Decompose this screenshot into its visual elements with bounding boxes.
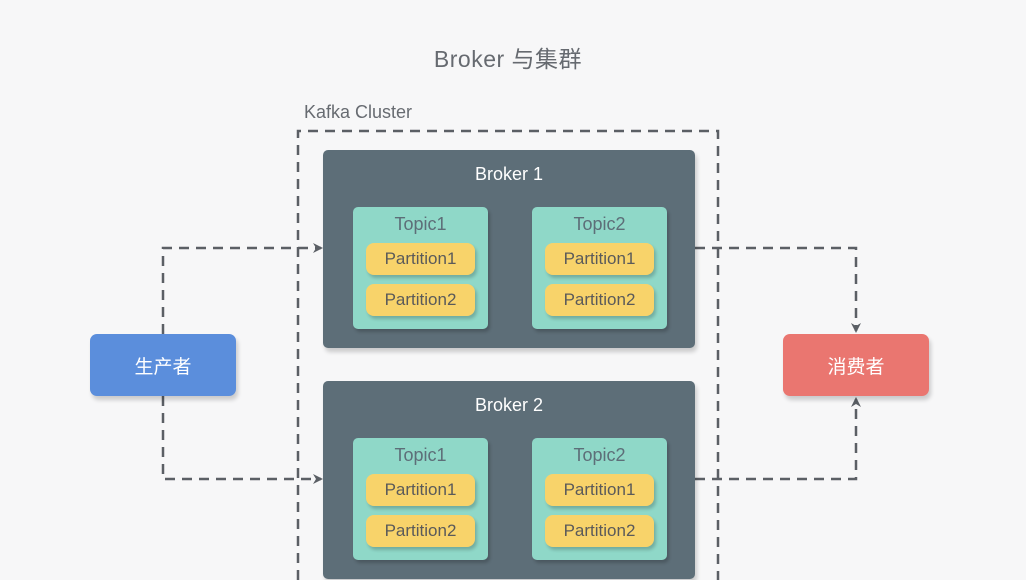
cluster-label: Kafka Cluster: [304, 102, 413, 122]
partition-1: Partition1: [545, 243, 654, 275]
broker-1-topic-2: Topic2 Partition1 Partition2: [532, 207, 667, 329]
partition-1: Partition1: [366, 243, 475, 275]
broker-2-topic-2: Topic2 Partition1 Partition2: [532, 438, 667, 560]
broker-2-title: Broker 2: [474, 395, 544, 415]
producer-node: 生产者: [90, 334, 236, 396]
partition-2: Partition2: [545, 284, 654, 316]
topic-title: Topic1: [394, 445, 447, 465]
cluster-boundary: [296, 129, 720, 580]
broker-1-to-consumer-arrow: [695, 246, 861, 333]
diagram-title: Broker 与集群: [433, 46, 583, 72]
producer-to-broker-2-arrow: [161, 396, 323, 484]
topic-title: Topic1: [394, 214, 447, 234]
broker-2-topic-1: Topic1 Partition1 Partition2: [353, 438, 488, 560]
partition-2: Partition2: [366, 284, 475, 316]
broker-1: Broker 1 Topic1 Partition1 Partition2 To…: [323, 150, 695, 348]
producer-to-broker-1-arrow: [161, 243, 323, 334]
topic-title: Topic2: [573, 445, 626, 465]
broker-2-to-consumer-arrow: [695, 397, 861, 481]
partition-1: Partition1: [366, 474, 475, 506]
consumer-node: 消费者: [783, 334, 929, 396]
partition-2: Partition2: [545, 515, 654, 547]
broker-1-topic-1: Topic1 Partition1 Partition2: [353, 207, 488, 329]
broker-1-title: Broker 1: [474, 164, 544, 184]
broker-2: Broker 2 Topic1 Partition1 Partition2 To…: [323, 381, 695, 579]
partition-2: Partition2: [366, 515, 475, 547]
topic-title: Topic2: [573, 214, 626, 234]
partition-1: Partition1: [545, 474, 654, 506]
